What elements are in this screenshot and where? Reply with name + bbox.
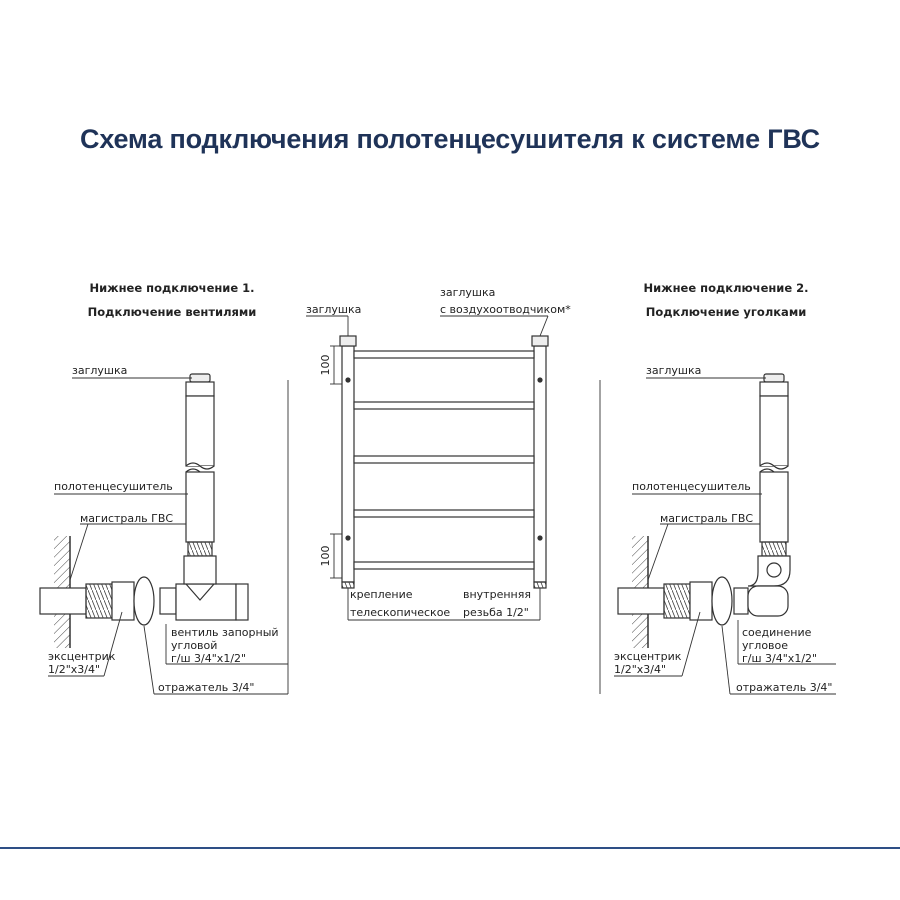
right-leaders — [614, 377, 836, 695]
center-plug-air-label-2: с воздухоотводчиком* — [440, 303, 571, 316]
dim-top-label: 100 — [319, 355, 332, 376]
right-conn-label-2: угловое — [742, 639, 788, 652]
right-heading-2: Подключение уголками — [646, 305, 807, 319]
center-mount-label-2: телескопическое — [350, 606, 450, 619]
left-scheme: Нижнее подключение 1. Подключение вентил… — [39, 281, 289, 695]
right-scheme: Нижнее подключение 2. Подключение уголка… — [599, 281, 836, 695]
left-leaders — [48, 377, 289, 695]
left-dryer-label: полотенцесушитель — [54, 480, 173, 493]
left-heading-1: Нижнее подключение 1. — [89, 281, 254, 295]
center-towel-dryer — [339, 335, 549, 589]
right-ecc-label-1: эксцентрик — [614, 650, 682, 663]
center-scheme: 100 100 заглушка заглушка с воздухоотвод… — [306, 286, 571, 621]
footer-divider — [0, 847, 900, 849]
left-plug-label: заглушка — [72, 364, 127, 377]
left-main-label: магистраль ГВС — [80, 512, 173, 525]
right-pipe-assembly — [617, 555, 791, 626]
right-ecc-label-2: 1/2"x3/4" — [614, 663, 666, 676]
center-leaders — [306, 315, 549, 621]
right-dryer-pipe — [759, 373, 789, 557]
center-plug-label: заглушка — [306, 303, 361, 316]
left-ecc-label-2: 1/2"x3/4" — [48, 663, 100, 676]
right-main-label: магистраль ГВС — [660, 512, 753, 525]
left-ecc-label-1: эксцентрик — [48, 650, 116, 663]
left-pipe-assembly — [39, 555, 249, 626]
dim-bottom-label: 100 — [319, 546, 332, 567]
right-plug-label: заглушка — [646, 364, 701, 377]
center-thread-label-2: резьба 1/2" — [463, 606, 529, 619]
center-dimensions — [330, 345, 342, 579]
left-valve-label-1: вентиль запорный — [171, 626, 279, 639]
right-conn-label-3: г/ш 3/4"x1/2" — [742, 652, 817, 665]
center-plug-air-label-1: заглушка — [440, 286, 495, 299]
right-dryer-label: полотенцесушитель — [632, 480, 751, 493]
right-heading-1: Нижнее подключение 2. — [643, 281, 808, 295]
left-valve-label-2: угловой — [171, 639, 217, 652]
left-reflector-label: отражатель 3/4" — [158, 681, 254, 694]
right-conn-label-1: соединение — [742, 626, 812, 639]
page-title: Схема подключения полотенцесушителя к си… — [80, 124, 820, 154]
center-thread-label-1: внутренняя — [463, 588, 531, 601]
left-dryer-pipe — [185, 373, 215, 557]
left-valve-label-3: г/ш 3/4"x1/2" — [171, 652, 246, 665]
right-reflector-label: отражатель 3/4" — [736, 681, 832, 694]
left-heading-2: Подключение вентилями — [88, 305, 257, 319]
center-mount-label-1: крепление — [350, 588, 413, 601]
